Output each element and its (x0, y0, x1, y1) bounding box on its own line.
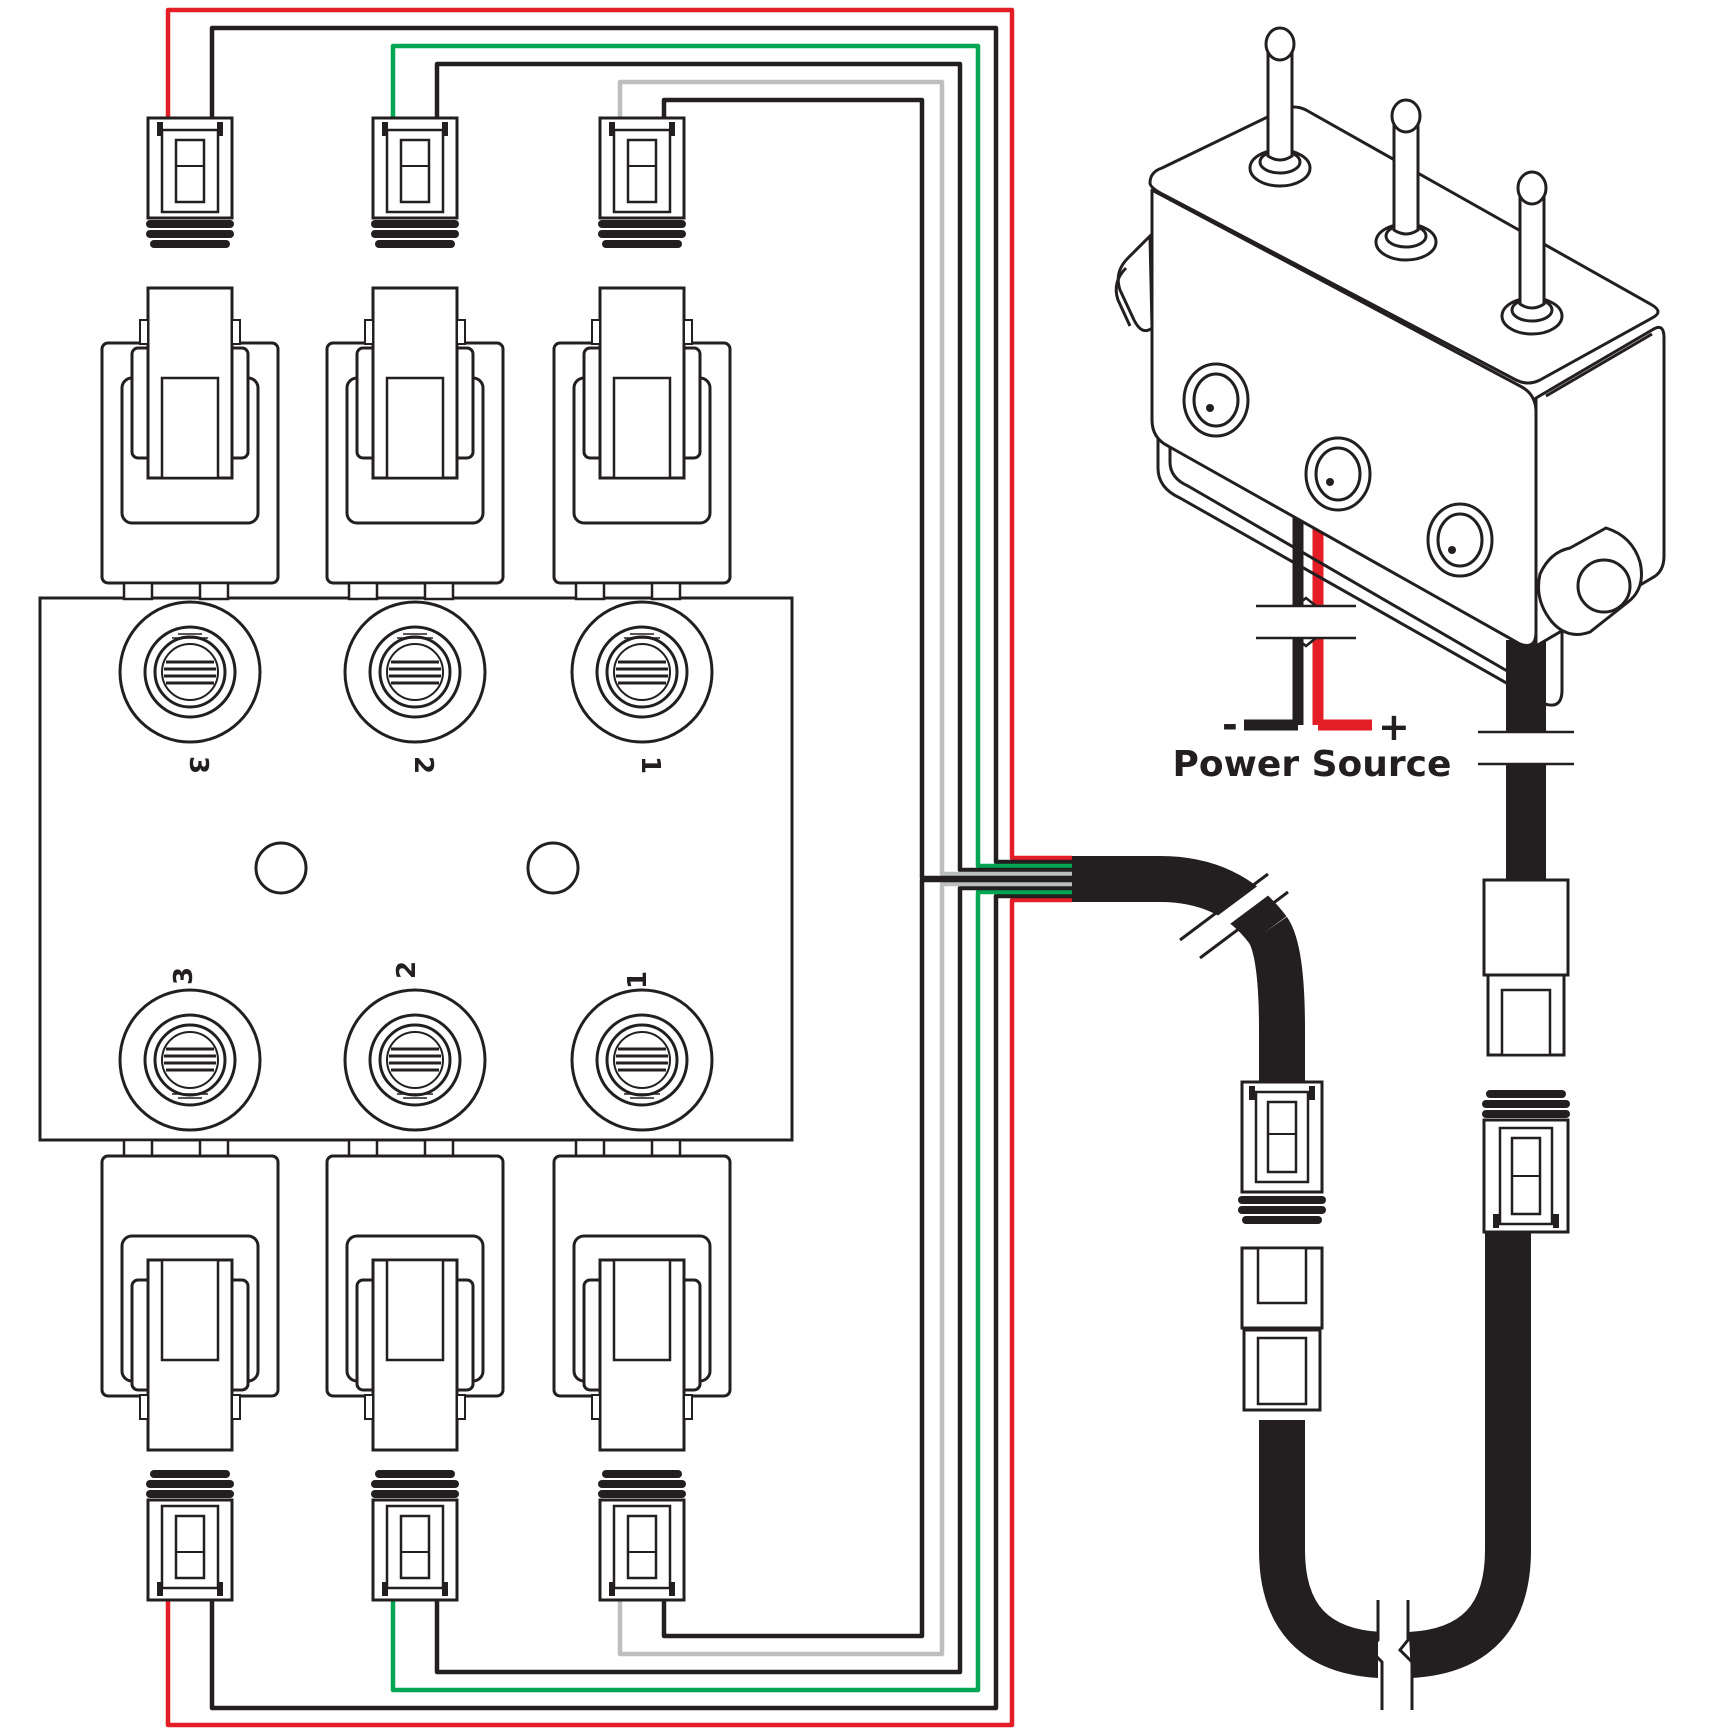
port-top-2 (343, 600, 487, 744)
led-2 (1304, 436, 1372, 512)
valve-label-top-3: 3 (183, 756, 213, 774)
green-wire-top (390, 43, 1072, 869)
power-negative-sign: - (1222, 703, 1238, 747)
red-wire-top (165, 7, 1072, 861)
black-wire-bottom-2 (434, 885, 1072, 1675)
control-connector-female (1482, 1090, 1570, 1234)
power-positive-sign: + (1378, 705, 1410, 749)
power-source-label: Power Source (1173, 744, 1452, 785)
control-connector-male (1482, 878, 1570, 1057)
valve-label-bottom-3: 3 (169, 967, 199, 985)
control-cable (1478, 640, 1574, 890)
gray-wire-bottom (617, 881, 1072, 1657)
plug-bottom-1 (596, 1468, 688, 1602)
coil-bottom-2 (325, 1138, 505, 1452)
toggle-switch-2[interactable] (1374, 98, 1438, 262)
black-wire-bottom-1 (661, 877, 1072, 1639)
green-wire-bottom (390, 889, 1072, 1693)
plug-bottom-2 (369, 1468, 461, 1602)
mounting-hole-left (254, 841, 308, 895)
port-top-1 (570, 600, 714, 744)
led-3 (1426, 502, 1494, 578)
red-wire-bottom (165, 897, 1072, 1728)
plug-top-3 (144, 116, 236, 250)
port-bottom-1 (570, 988, 714, 1132)
port-bottom-2 (343, 988, 487, 1132)
toggle-switch-1[interactable] (1248, 26, 1312, 188)
harness-connector-female (1236, 1080, 1328, 1226)
valve-label-bottom-2: 2 (392, 961, 422, 979)
black-wire-bottom-3 (209, 893, 1072, 1711)
plug-top-2 (369, 116, 461, 250)
coil-bottom-3 (100, 1138, 280, 1452)
harness-wires (165, 7, 1072, 1728)
mounting-hole-right (526, 841, 580, 895)
black-wire-top-3 (209, 25, 1072, 865)
port-top-3 (118, 600, 262, 744)
plug-bottom-3 (144, 1468, 236, 1602)
valve-label-top-1: 1 (635, 756, 665, 774)
power-leads (1244, 500, 1372, 731)
coil-top-1 (552, 286, 732, 601)
coil-bottom-1 (552, 1138, 732, 1452)
left-mount-knob (1114, 232, 1154, 333)
toggle-switch-3[interactable] (1500, 170, 1564, 336)
led-1 (1182, 362, 1250, 438)
coil-top-2 (325, 286, 505, 601)
valve-label-top-2: 2 (408, 756, 438, 774)
harness-connector-male (1240, 1246, 1324, 1412)
black-wire-top-2 (434, 61, 1072, 873)
coil-top-3 (100, 286, 280, 601)
plug-top-1 (596, 116, 688, 250)
port-bottom-3 (118, 988, 262, 1132)
gray-wire-top (617, 79, 1072, 877)
valve-label-bottom-1: 1 (623, 971, 653, 989)
main-harness-cable (1072, 856, 1531, 1710)
right-mount-knob (1537, 526, 1643, 636)
